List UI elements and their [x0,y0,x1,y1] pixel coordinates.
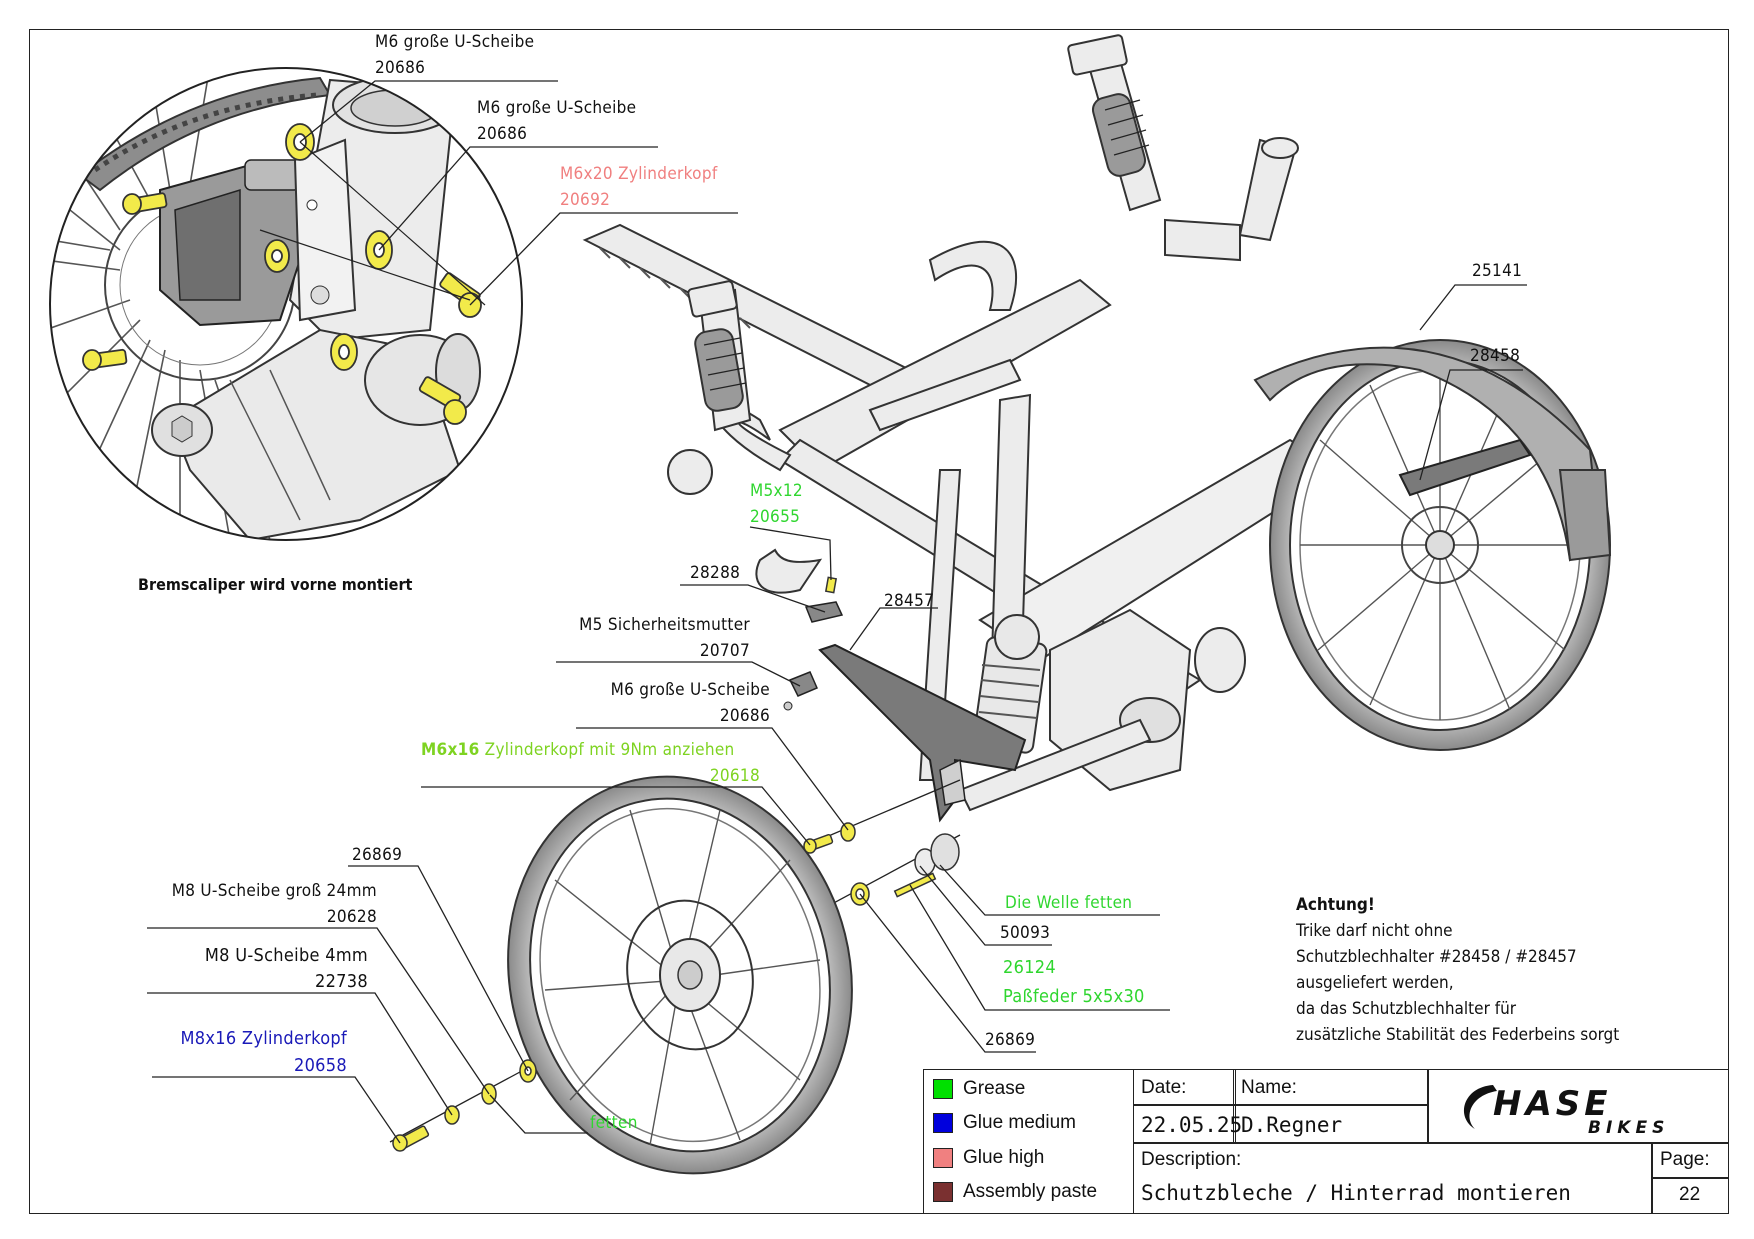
callout-fender-num: 25141 [1472,261,1523,281]
legend-label-glue-high: Glue high [963,1147,1045,1168]
callout-bolt-desc-20655: M5x12 [750,481,803,501]
callout-bolt-desc-20658: M8x16 Zylinderkopf [180,1028,347,1049]
callout-bracket-num-28457: 28457 [884,591,935,611]
callout-spacer-num-lower: 26869 [985,1030,1036,1050]
drawing-frame [29,29,1729,1214]
page-label: Page: [1660,1149,1710,1170]
callout-key-num: 26124 [1003,957,1057,978]
description-value: Schutzbleche / Hinterrad montieren [1141,1181,1571,1205]
rear-wheel [1269,339,1611,751]
page-number: 22 [1679,1184,1701,1205]
legend-label-assembly-paste: Assembly paste [963,1181,1098,1202]
description-label: Description: [1141,1149,1242,1170]
callout-washer-num-22738: 22738 [314,971,368,992]
logo-box [1427,1069,1729,1144]
warning-line: Schutzblechhalter #28458 / #28457 [1296,947,1577,967]
warning-line: ausgeliefert werden, [1296,973,1454,993]
callout-washer-desc-2: M6 große U-Scheibe [477,98,637,118]
callout-nut-desc: M5 Sicherheitsmutter [579,615,750,635]
callout-bolt-num-20618: 20618 [709,766,760,786]
warning-line: zusätzliche Stabilität des Federbeins so… [1296,1025,1620,1045]
callout-bolt-num-20692: 20692 [560,190,611,210]
callout-washer-num-20628: 20628 [326,907,377,927]
detail-view-circle [50,68,522,540]
callout-bracket-num-28458: 28458 [1470,346,1521,366]
warning-note: Achtung! Trike darf nicht ohne Schutzble… [1296,892,1619,1048]
hase-bikes-logo: HASE BIKES [1463,1084,1669,1138]
warning-line: da das Schutzblechhalter für [1296,999,1517,1019]
callout-grease-shaft: Die Welle fetten [1005,893,1133,913]
front-wheel [507,775,853,1175]
legend-swatch-glue-high [933,1148,953,1168]
logo-text-hase: HASE [1493,1084,1611,1124]
rear-fender [1253,346,1602,562]
callout-bolt-num-20655: 20655 [750,507,801,527]
date-value: 22.05.25 [1141,1113,1243,1137]
callout-washer-num-2: 20686 [477,124,528,144]
callout-grease-axle: fetten [590,1113,638,1133]
callout-washer-desc-3: M6 große U-Scheibe [610,680,770,700]
callout-part-28288: 28288 [690,563,741,583]
leader-lines [147,80,1527,1144]
drive-unit [958,608,1246,812]
callout-washer-num-3: 20686 [719,706,770,726]
callout-washer-desc-1: M6 große U-Scheibe [375,32,535,52]
legend-label-grease: Grease [963,1078,1026,1099]
callout-key-desc: Paßfeder 5x5x30 [1003,986,1145,1007]
date-label: Date: [1141,1077,1187,1098]
callout-bolt-instruction-20618: Zylinderkopf mit 9Nm anziehen [479,740,735,760]
callout-bolt-size-20618: M6x16 [421,740,480,760]
callout-bolt-desc-20618: M6x16 Zylinderkopf mit 9Nm anziehen [421,740,735,760]
callout-bolt-desc-20692: M6x20 Zylinderkopf [560,164,718,184]
fender-bracket-28458 [1398,438,1532,497]
callout-nut-num: 20707 [699,641,750,661]
callout-part-50093: 50093 [1000,923,1051,943]
handlebars [667,34,1299,594]
legend-label-glue-medium: Glue medium [963,1112,1076,1133]
fender-bracket-28457 [818,643,1027,823]
callout-bolt-num-20658: 20658 [293,1055,347,1076]
legend-swatch-grease [933,1079,953,1099]
warning-heading: Achtung! [1296,895,1375,915]
name-value: D.Regner [1241,1113,1343,1137]
legend-swatch-glue-medium [933,1113,953,1133]
detail-caption: Bremscaliper wird vorne montiert [138,575,413,594]
callout-washer-desc-22738: M8 U-Scheibe 4mm [204,945,368,966]
callout-washer-desc-20628: M8 U-Scheibe groß 24mm [171,881,377,901]
warning-line: Trike darf nicht ohne [1296,921,1453,941]
callout-spacer-num-upper: 26869 [352,845,403,865]
name-label: Name: [1241,1077,1297,1098]
logo-text-bikes: BIKES [1588,1118,1669,1138]
callout-washer-num-1: 20686 [375,58,426,78]
legend-swatch-assembly-paste [933,1182,953,1202]
title-block: Grease Glue medium Glue high Assembly pa… [923,1069,1729,1214]
